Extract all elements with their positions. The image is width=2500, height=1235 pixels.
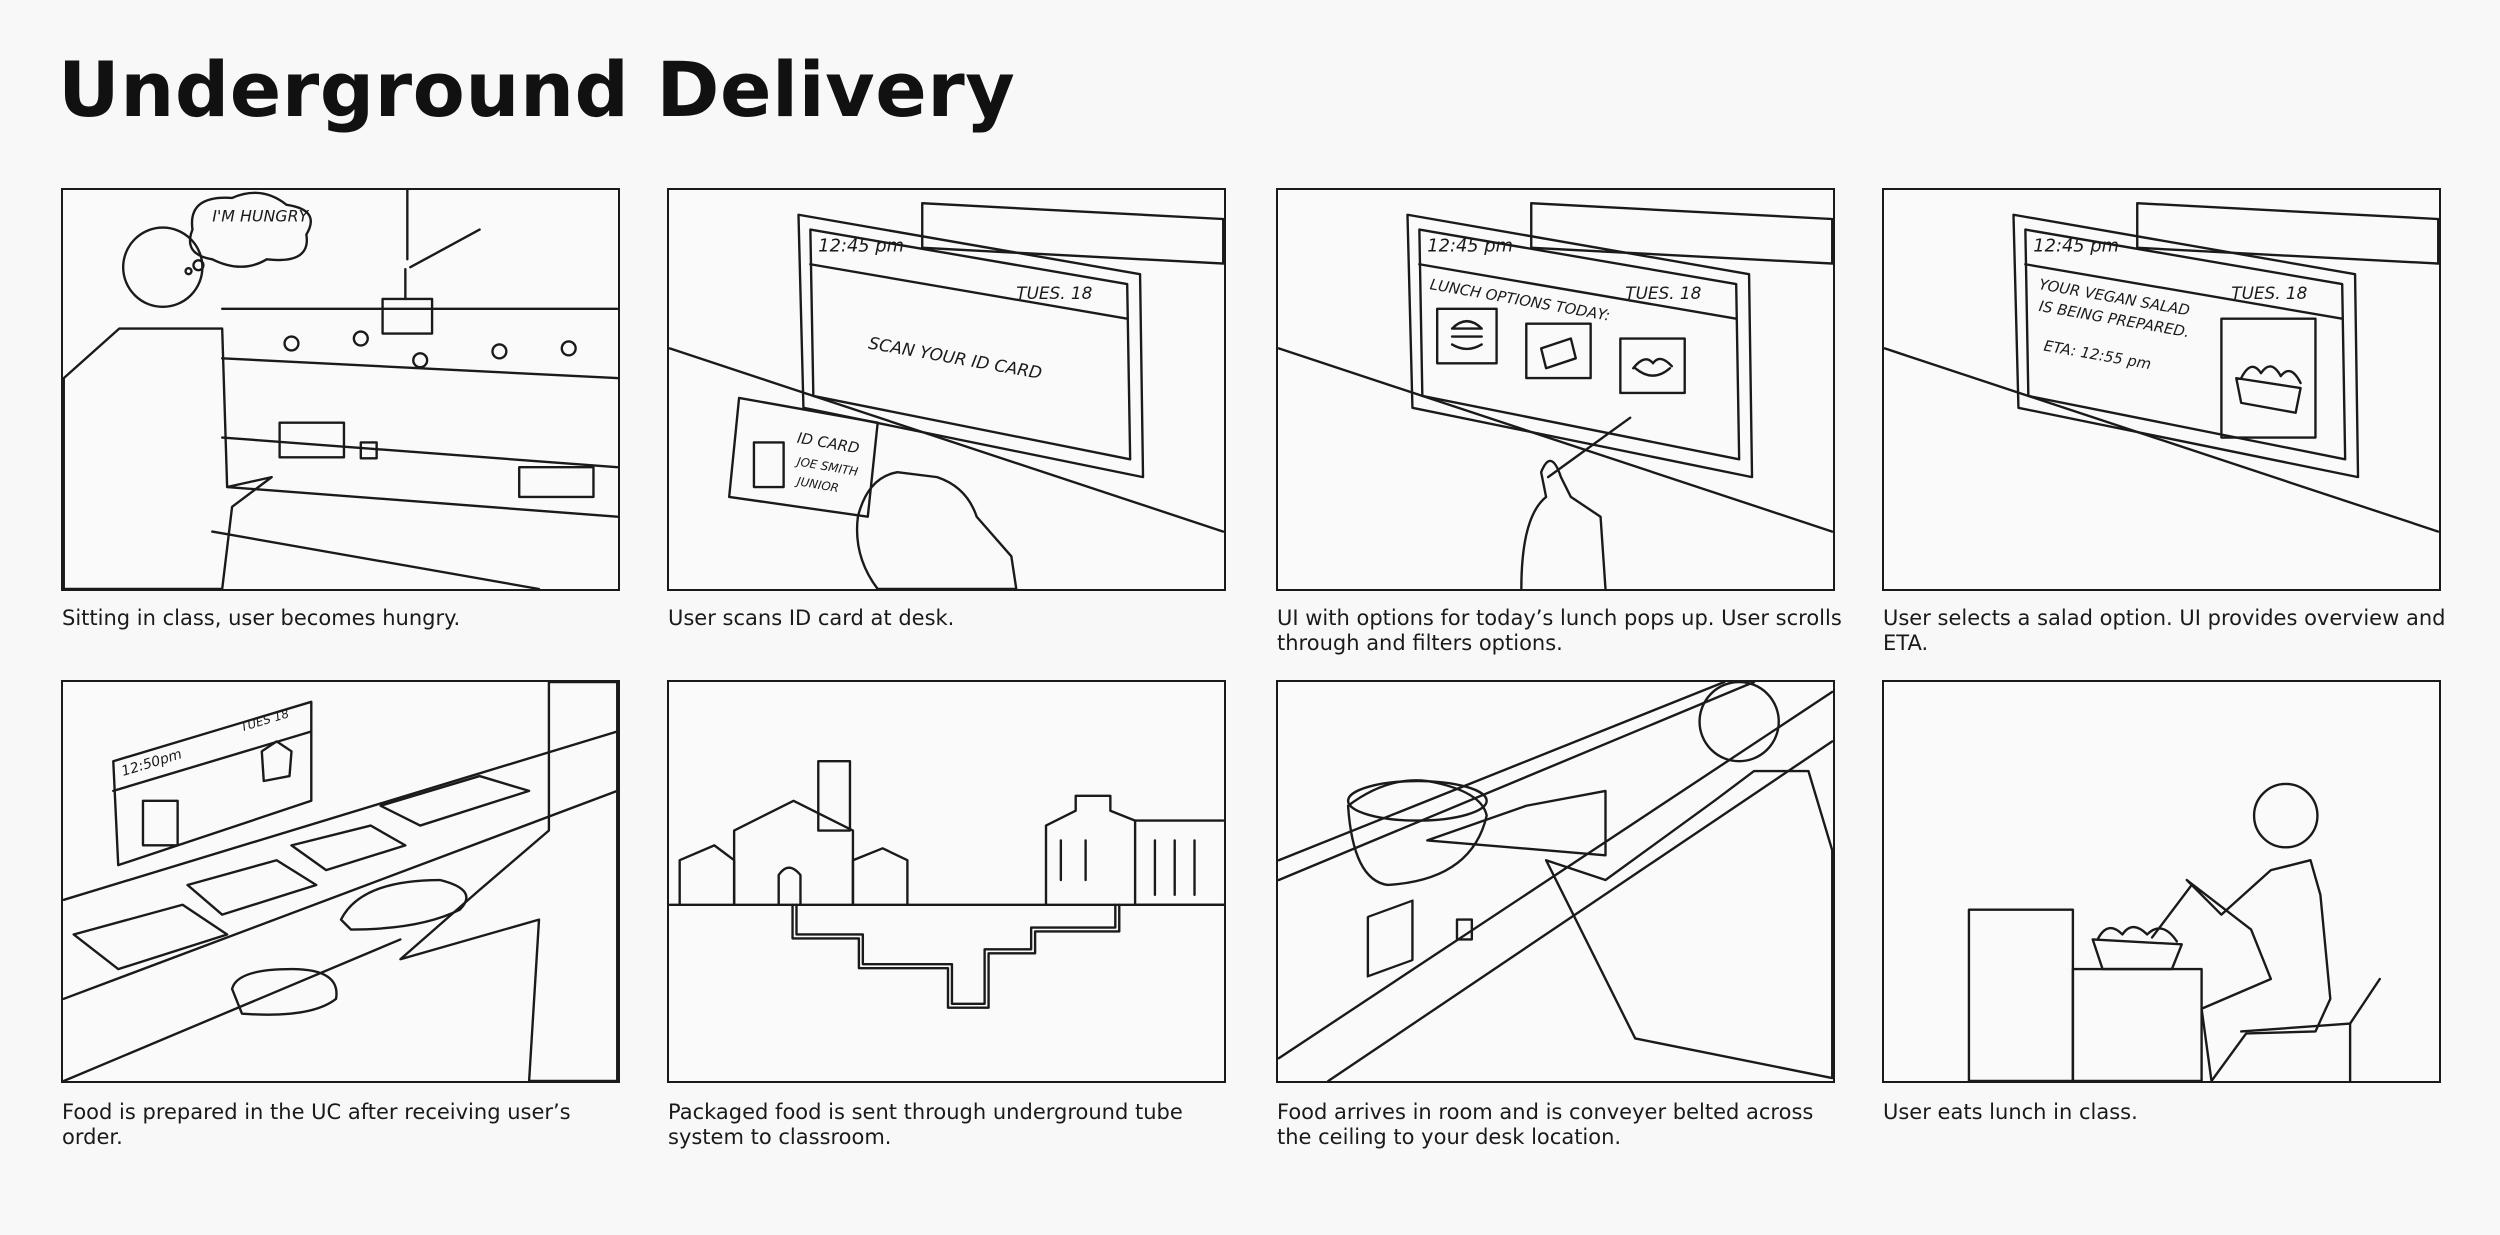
storyboard-panel-5: 12:50pm TUES 18 [61, 680, 620, 1083]
classroom-sketch: I'M HUNGRY [63, 190, 618, 589]
storyboard-panel-2: 12:45 pm TUES. 18 SCAN YOUR ID CARD ID C… [667, 188, 1226, 591]
screen-time: 12:50pm [120, 746, 184, 780]
storyboard-panel-8 [1882, 680, 2441, 1083]
panel-caption: Sitting in class, user becomes hungry. [62, 606, 461, 630]
storyboard-panel-7 [1276, 680, 1835, 1083]
storyboard-panel-1: I'M HUNGRY [61, 188, 620, 591]
screen-date: TUES 18 [239, 706, 291, 734]
panel-caption: User scans ID card at desk. [668, 606, 955, 630]
screen-date: TUES. 18 [1625, 283, 1701, 303]
screen-message: SCAN YOUR ID CARD [867, 333, 1043, 383]
kitchen-prep-sketch: 12:50pm TUES 18 [63, 682, 618, 1081]
thought-bubble-text: I'M HUNGRY [212, 207, 309, 226]
screen-time: 12:45 pm [1427, 235, 1513, 256]
screen-eta: ETA: 12:55 pm [2042, 337, 2152, 374]
storyboard-panel-4: 12:45 pm TUES. 18 YOUR VEGAN SALAD IS BE… [1882, 188, 2441, 591]
panel-caption: Packaged food is sent through undergroun… [668, 1100, 1183, 1149]
panel-caption: UI with options for today’s lunch pops u… [1277, 606, 1842, 655]
id-scan-sketch: 12:45 pm TUES. 18 SCAN YOUR ID CARD ID C… [669, 202, 1224, 589]
storyboard-panel-6 [667, 680, 1226, 1083]
salad-eta-sketch: 12:45 pm TUES. 18 YOUR VEGAN SALAD IS BE… [1884, 202, 2439, 533]
screen-time: 12:45 pm [2033, 235, 2119, 256]
panel-caption: User selects a salad option. UI provides… [1883, 606, 2446, 655]
lunch-options-sketch: 12:45 pm TUES. 18 LUNCH OPTIONS TODAY: [1278, 202, 1833, 589]
screen-date: TUES. 18 [1016, 283, 1092, 303]
panel-caption: Food arrives in room and is conveyer bel… [1277, 1100, 1814, 1149]
panel-caption: User eats lunch in class. [1883, 1100, 2138, 1124]
page-title: Underground Delivery [58, 45, 1016, 134]
conveyor-belt-sketch [1278, 682, 1833, 1081]
screen-time: 12:45 pm [818, 235, 904, 256]
eating-lunch-sketch [1967, 782, 2381, 1081]
card-title: ID CARD [796, 429, 861, 458]
card-year: JUNIOR [794, 474, 840, 495]
storyboard-panel-3: 12:45 pm TUES. 18 LUNCH OPTIONS TODAY: [1276, 188, 1835, 591]
panel-caption: Food is prepared in the UC after receivi… [62, 1100, 571, 1149]
underground-tube-sketch [669, 760, 1224, 1009]
screen-date: TUES. 18 [2231, 283, 2307, 303]
